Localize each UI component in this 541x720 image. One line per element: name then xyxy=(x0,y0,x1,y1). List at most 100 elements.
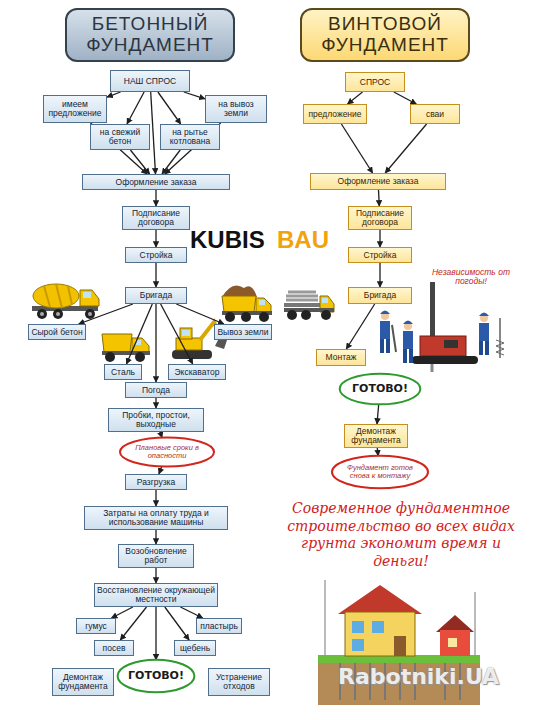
drilling-rig xyxy=(412,282,478,372)
done-ellipse: ГОТОВО! xyxy=(338,372,422,406)
flow-arrow xyxy=(130,150,149,174)
flow-arrow xyxy=(155,607,156,660)
warning-ellipse: Фундамент готов снова к монтажу xyxy=(330,454,430,490)
process-box: Демонтаж фундамента xyxy=(52,668,114,696)
mixer-truck xyxy=(32,284,99,319)
flow-arrow xyxy=(155,568,156,583)
node-text: Восстановление окружающей местности xyxy=(97,586,215,604)
node-text: Подписание договора xyxy=(125,209,187,227)
node-text: Плановые сроки в опасности xyxy=(120,444,214,460)
process-box: на рытье котлована xyxy=(160,124,220,150)
flow-arrow xyxy=(379,230,380,247)
flow-arrow xyxy=(120,607,146,640)
flow-arrow xyxy=(394,92,417,104)
node-text: Сырой бетон xyxy=(31,328,82,337)
process-box: посев xyxy=(94,640,134,656)
node-text: на свежий бетон xyxy=(93,128,147,146)
node-text: Оформление заказа xyxy=(116,178,197,187)
section-header: БЕТОННЫЙ ФУНДАМЕНТ xyxy=(65,8,235,62)
flow-arrow xyxy=(176,304,224,324)
ellipse-stroke xyxy=(332,456,428,488)
logo-watermark: KUBIS xyxy=(190,226,265,254)
done-ellipse: ГОТОВО! xyxy=(116,658,196,694)
section-header: ВИНТОВОЙ ФУНДАМЕНТ xyxy=(300,8,470,62)
node-text: Экскаватор xyxy=(174,368,219,377)
process-box: щебень xyxy=(174,640,216,656)
flow-arrow xyxy=(165,607,189,640)
process-box: Монтаж xyxy=(316,349,366,366)
node-text: ГОТОВО! xyxy=(128,670,184,682)
site-watermark: Rabotniki.UA xyxy=(338,664,499,689)
flow-arrow xyxy=(112,607,133,618)
node-text: на вывоз земли xyxy=(208,100,264,118)
node-text: щебень xyxy=(180,644,210,653)
flow-arrow xyxy=(155,490,156,506)
ellipse-stroke xyxy=(120,438,214,467)
flow-arrow xyxy=(184,92,205,99)
ellipse-stroke xyxy=(340,374,421,405)
node-text: Стройка xyxy=(364,251,397,260)
flow-arrow xyxy=(127,92,144,124)
node-text: Стройка xyxy=(140,251,173,260)
node-text: посев xyxy=(103,644,126,653)
worker-figures xyxy=(380,311,504,364)
node-text: Сталь xyxy=(111,368,135,377)
flow-arrow xyxy=(379,263,380,287)
flow-arrow xyxy=(348,92,363,104)
node-text: Погода xyxy=(142,386,170,395)
flow-arrow xyxy=(378,190,380,206)
node-text: Подписание договора xyxy=(351,209,409,227)
ellipse-stroke xyxy=(118,660,195,692)
node-text: НАШ СПРОС xyxy=(124,77,176,86)
process-box: Стройка xyxy=(348,247,412,263)
node-text: Фундамент готов снова к монтажу xyxy=(332,464,428,480)
process-box: Оформление заказа xyxy=(310,173,446,190)
process-box: Восстановление окружающей местности xyxy=(94,583,218,607)
process-box: Сырой бетон xyxy=(28,324,86,340)
process-box: Демонтаж фундамента xyxy=(344,424,408,448)
node-text: Возобновление работ xyxy=(121,547,191,565)
process-box: пластырь xyxy=(196,618,242,634)
node-text: Затраты на оплату труда и использование … xyxy=(87,509,225,527)
process-box: Бригада xyxy=(125,287,187,304)
flow-arrow xyxy=(385,124,426,173)
process-box: имеем предложение xyxy=(43,95,107,123)
node-text: Бригада xyxy=(140,291,172,300)
dirt-truck xyxy=(222,285,272,322)
flow-arrow xyxy=(341,124,372,173)
process-box: СПРОС xyxy=(345,72,405,92)
flow-arrow xyxy=(346,304,374,349)
flow-arrow xyxy=(155,530,156,544)
flow-arrow xyxy=(158,92,181,124)
node-text: пластырь xyxy=(200,622,238,631)
process-box: предложение xyxy=(303,104,367,124)
node-text: Демонтаж фундамента xyxy=(347,427,405,445)
process-box: Стройка xyxy=(125,247,187,263)
flow-arrow xyxy=(79,304,133,324)
process-box: гумус xyxy=(76,618,116,634)
weather-note: Независимость от погоды! xyxy=(428,268,514,287)
flow-arrow xyxy=(159,466,162,474)
node-text: Разгрузка xyxy=(137,478,175,487)
process-box: Возобновление работ xyxy=(118,544,194,568)
flow-arrow xyxy=(107,92,121,97)
process-box: Устранение отходов xyxy=(208,668,270,696)
node-text: Оформление заказа xyxy=(338,177,419,186)
node-text: Демонтаж фундамента xyxy=(55,673,111,691)
process-box: Бригада xyxy=(348,287,412,304)
node-text: сваи xyxy=(426,110,444,119)
process-box: сваи xyxy=(410,104,460,124)
flow-arrow xyxy=(151,92,156,174)
node-text: Устранение отходов xyxy=(211,673,267,691)
process-box: Разгрузка xyxy=(125,474,187,490)
process-box: НАШ СПРОС xyxy=(110,70,190,92)
logo-watermark: BAU xyxy=(277,226,329,254)
process-box: Экскаватор xyxy=(168,364,226,380)
flow-arrow xyxy=(377,448,379,456)
flow-arrow xyxy=(155,398,156,408)
node-text: гумус xyxy=(85,622,107,631)
flow-arrow xyxy=(127,304,153,364)
process-box: Подписание договора xyxy=(122,206,190,230)
process-box: Оформление заказа xyxy=(82,174,230,190)
